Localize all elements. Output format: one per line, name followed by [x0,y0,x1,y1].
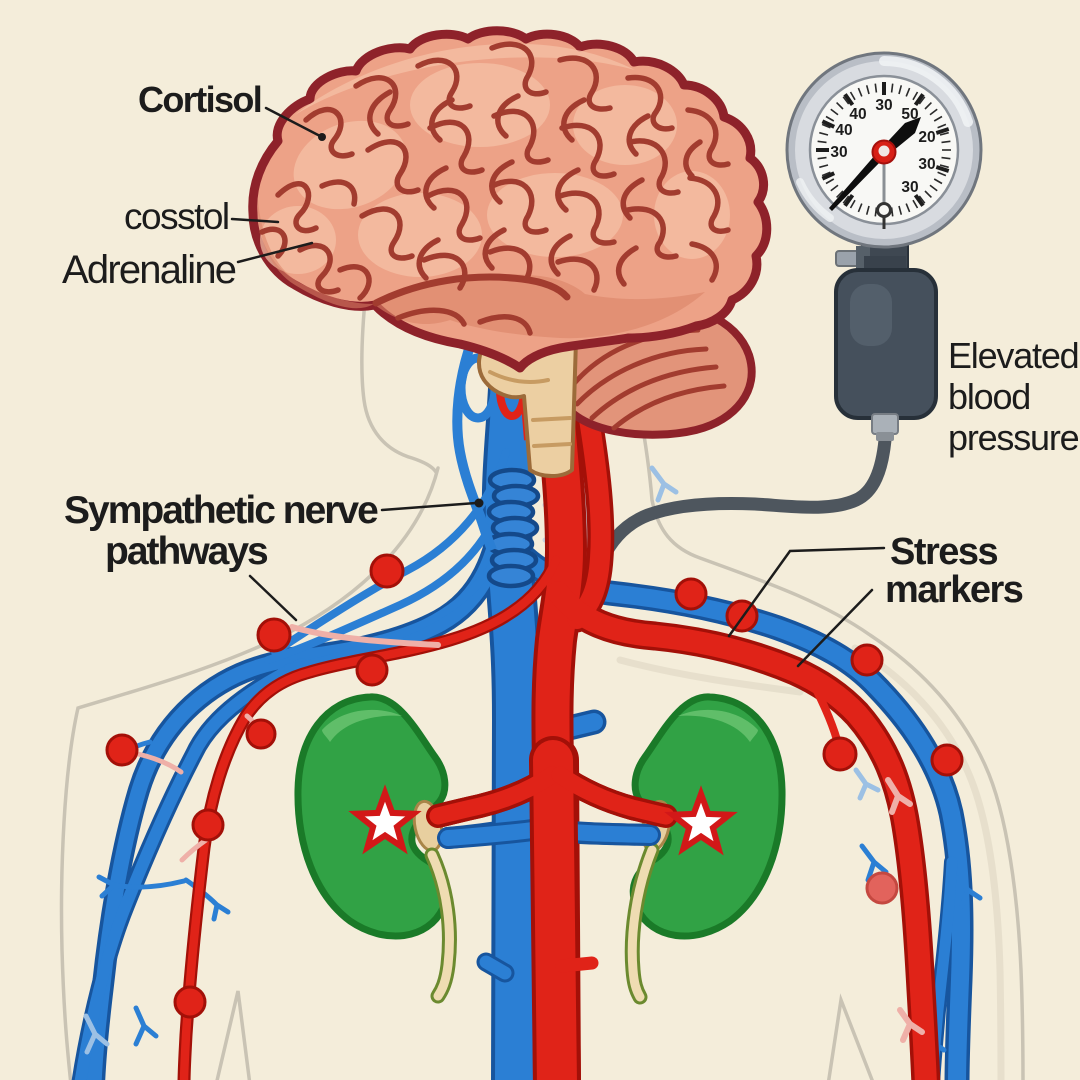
svg-text:cosstol: cosstol [124,196,229,237]
svg-text:20: 20 [918,129,935,146]
svg-text:Elevated: Elevated [948,335,1079,376]
svg-text:markers: markers [885,569,1023,611]
svg-text:pressure: pressure [948,417,1079,458]
svg-text:Sympathetic nerve: Sympathetic nerve [64,489,378,532]
svg-text:Stress: Stress [890,531,998,573]
svg-text:blood: blood [948,376,1030,417]
svg-text:30: 30 [901,179,918,196]
svg-text:40: 40 [849,106,866,123]
svg-text:50: 50 [901,106,918,123]
svg-text:Cortisol: Cortisol [138,79,261,120]
svg-text:30: 30 [918,156,935,173]
svg-text:30: 30 [875,97,892,114]
svg-text:40: 40 [835,122,852,139]
svg-text:30: 30 [830,144,847,161]
svg-text:Adrenaline: Adrenaline [62,248,236,292]
svg-text:pathways: pathways [105,530,268,573]
